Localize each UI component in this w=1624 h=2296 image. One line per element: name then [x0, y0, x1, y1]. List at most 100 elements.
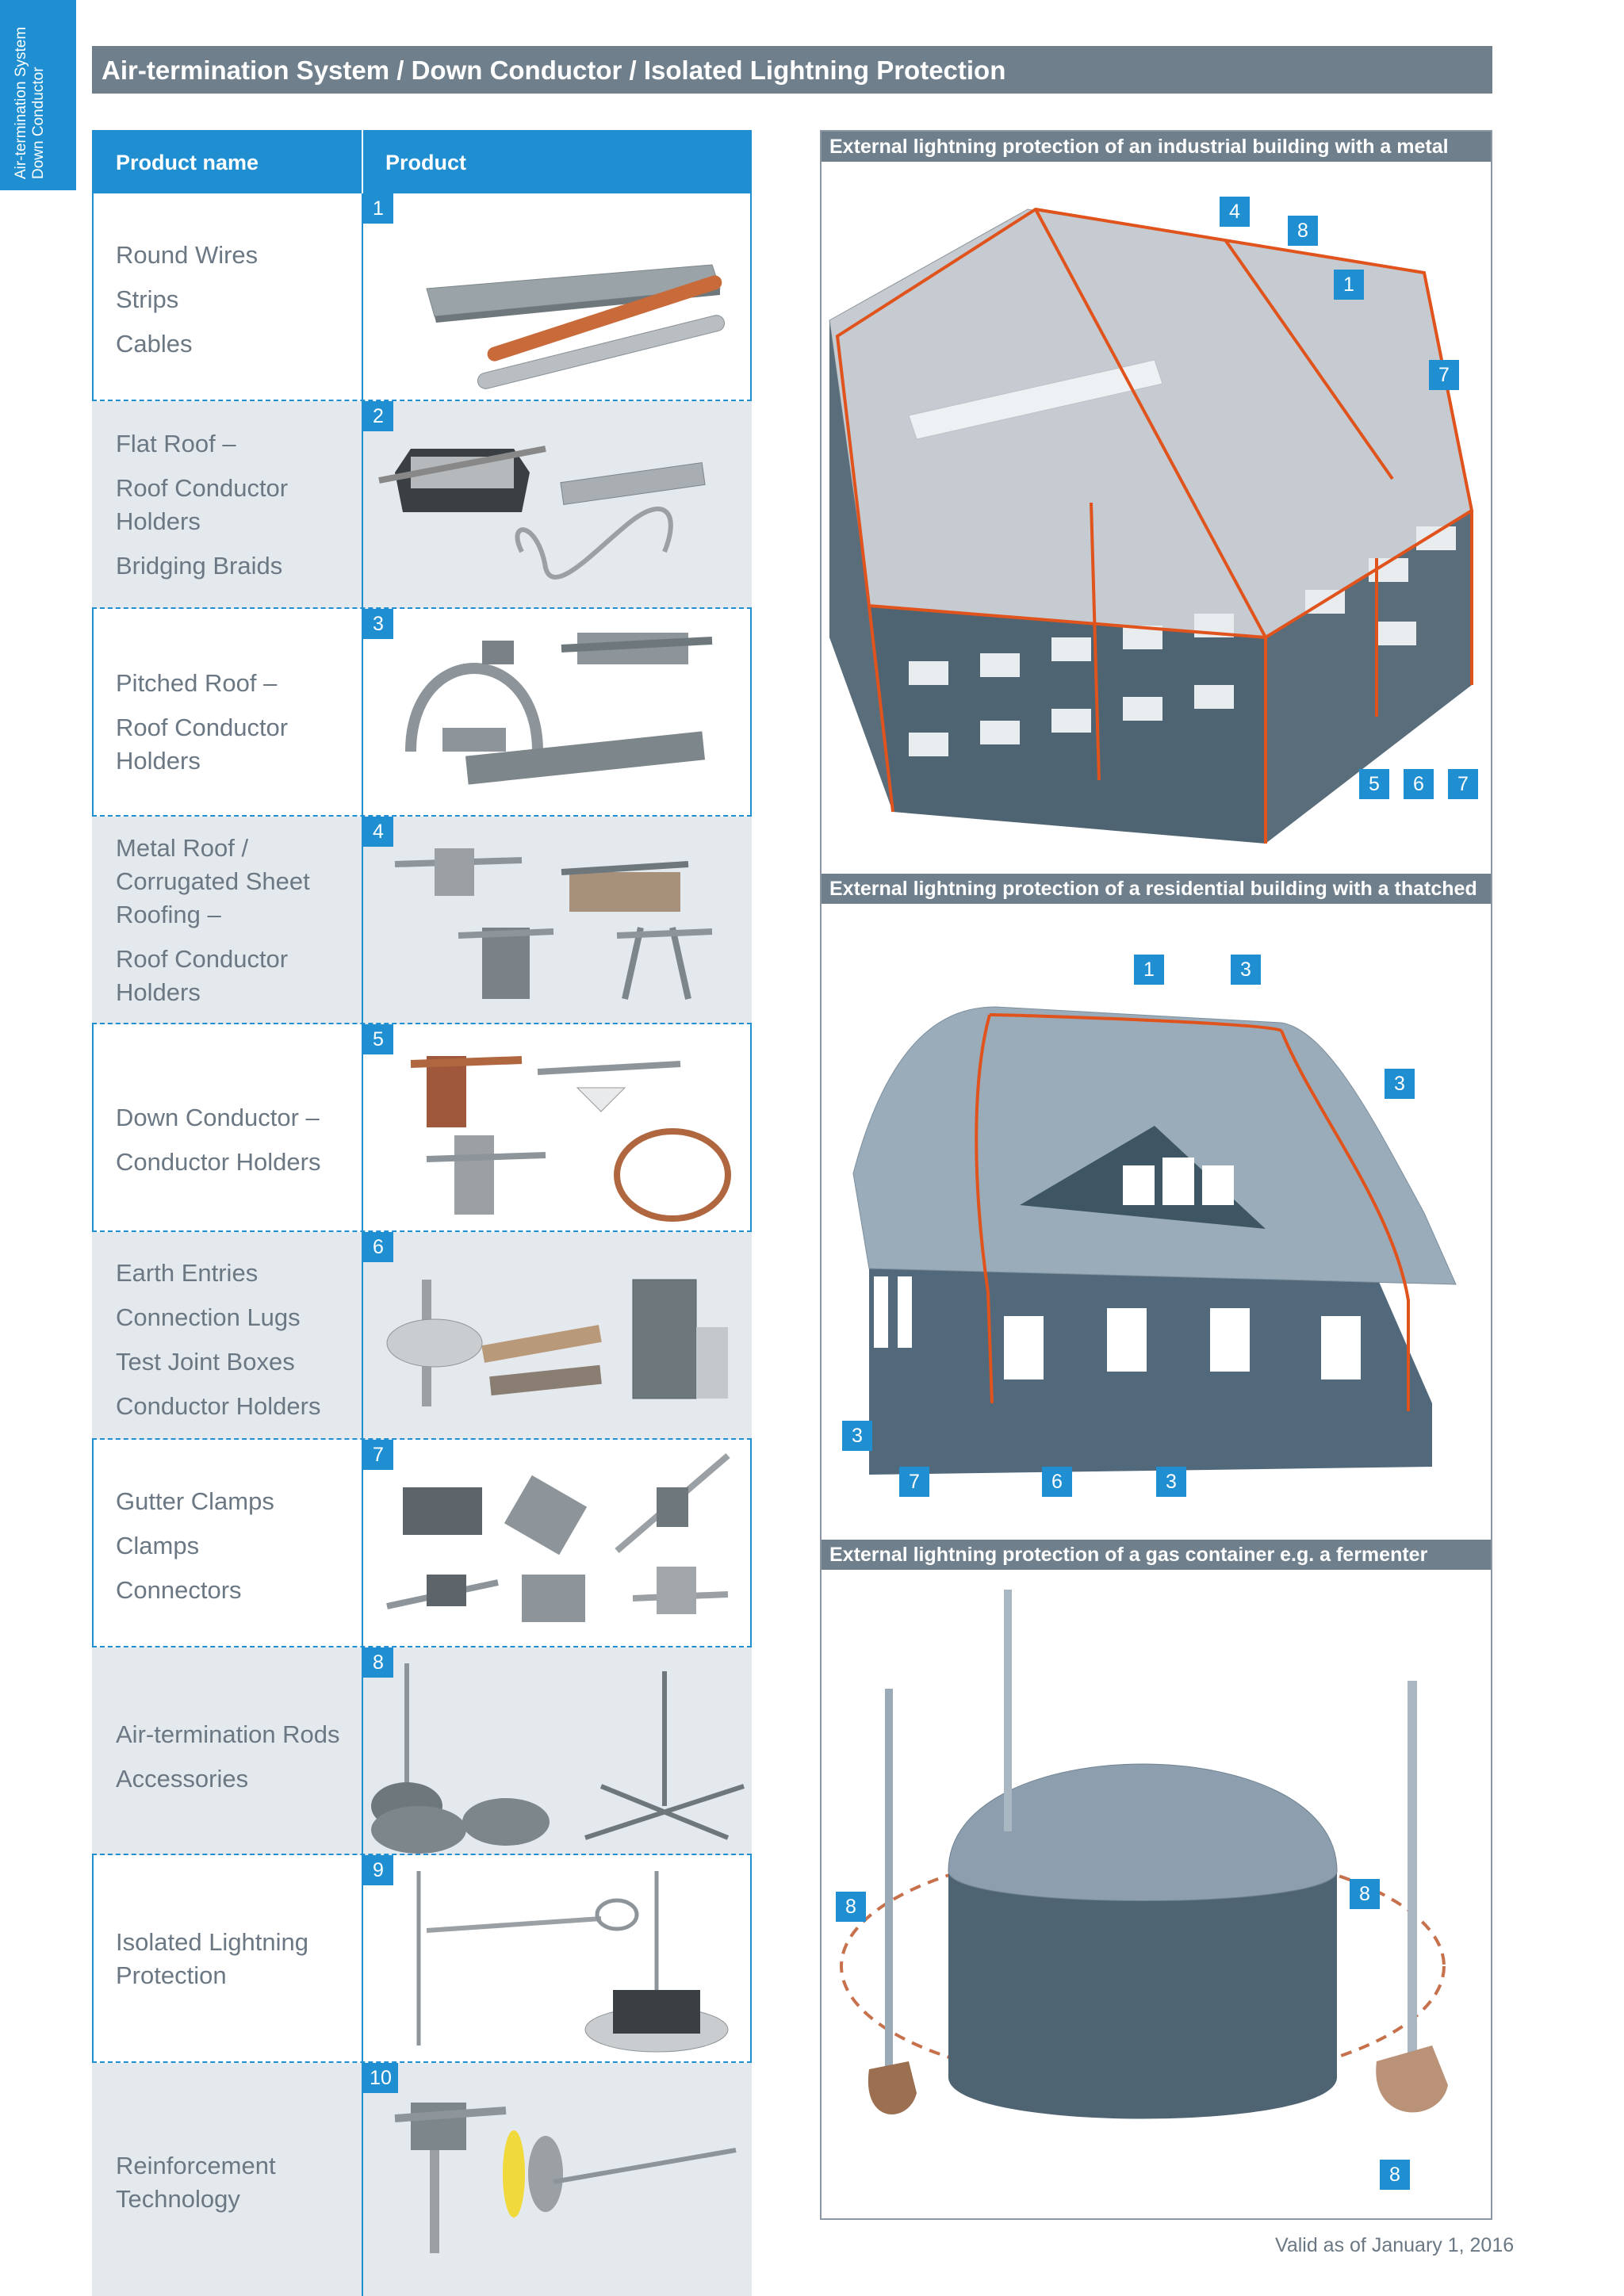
product-image-metal-roof-holders [394, 848, 713, 1000]
validity-note: Valid as of January 1, 2016 [1275, 2234, 1515, 2256]
product-name-line: Metal Roof / [116, 834, 249, 862]
callout-badge: 8 [1288, 216, 1318, 246]
product-image-air-termination-rods [371, 1663, 745, 1854]
table-row: 7 Gutter Clamps Clamps Connectors [92, 1440, 752, 1647]
table-header: Product name Product [92, 130, 752, 193]
table-row: 6 Earth Entries Connection Lugs Test Joi… [92, 1232, 752, 1440]
callout-badge: 1 [1334, 270, 1364, 300]
callout-badge: 8 [836, 1892, 866, 1922]
table-row: 8 Air-termination Rods Accessories [92, 1647, 752, 1855]
product-name-line: Corrugated Sheet [116, 867, 310, 895]
product-image-clamps [386, 1452, 730, 1622]
row-number: 7 [363, 1440, 393, 1470]
row-number: 3 [363, 609, 393, 639]
product-name-line: Holders [116, 747, 201, 775]
callout-badge: 6 [1042, 1467, 1072, 1497]
side-tab-line1: Air-termination System [13, 26, 29, 179]
col-header-product: Product [385, 151, 467, 174]
callout-badge: 3 [1156, 1467, 1186, 1497]
product-image-earth-entries [386, 1279, 728, 1406]
product-image-down-conductor-holders [410, 1056, 731, 1222]
callout-badge: 8 [1380, 2160, 1410, 2190]
row-number: 5 [363, 1024, 393, 1054]
product-name-line: Connectors [116, 1576, 242, 1604]
product-name-line: Down Conductor – [116, 1104, 320, 1131]
callout-badge: 1 [1134, 955, 1164, 985]
side-tab: Air-termination System Down Conductor [0, 0, 76, 190]
row-separator [362, 1440, 363, 1646]
product-name-line: Roof Conductor [116, 474, 289, 502]
product-image-flat-roof-holders [378, 446, 706, 580]
callout-badge: 7 [899, 1467, 929, 1497]
product-name-line: Cables [116, 330, 193, 358]
product-name-line: Flat Roof – [116, 430, 236, 457]
product-name-line: Holders [116, 507, 201, 535]
product-name-line: Reinforcement [116, 2152, 276, 2179]
product-name-line: Air-termination Rods [116, 1720, 340, 1748]
product-name-line: Pitched Roof – [116, 669, 278, 697]
product-name-line: Gutter Clamps [116, 1487, 274, 1515]
table-border-left [92, 130, 94, 2296]
page-header: Air-termination System / Down Conductor … [92, 46, 1492, 94]
table-border-right [750, 130, 752, 2296]
illustration-panel [820, 130, 1492, 2220]
product-image-isolated-protection [416, 1871, 729, 2053]
row-separator [362, 609, 363, 815]
col-header-product-name: Product name [116, 151, 259, 174]
table-row: 9 Isolated Lightning Protection [92, 1855, 752, 2063]
callout-badge: 3 [1231, 955, 1261, 985]
row-separator [362, 817, 363, 1023]
product-name-line: Connection Lugs [116, 1303, 301, 1331]
callout-badge: 8 [1350, 1879, 1380, 1909]
callout-badge: 7 [1429, 360, 1459, 390]
section-title-residential: External lightning protection of a resid… [822, 874, 1491, 930]
illustration-residential-building [852, 1006, 1457, 1475]
table-row: 1 Round Wires Strips Cables [92, 193, 752, 401]
row-number: 2 [363, 401, 393, 431]
illustration-gas-container [840, 1590, 1448, 2119]
row-separator [362, 1024, 363, 1230]
product-name-line: Roof Conductor [116, 714, 289, 741]
callout-badge: 6 [1404, 769, 1434, 799]
callout-badge: 4 [1220, 197, 1250, 227]
illustration-industrial-building [829, 207, 1474, 844]
product-name-line: Technology [116, 2185, 240, 2213]
table-row: 10 Reinforcement Technology [92, 2063, 752, 2296]
side-tab-line2: Down Conductor [30, 67, 47, 179]
table-row: 4 Metal Roof / Corrugated Sheet Roofing … [92, 817, 752, 1024]
side-tab-text: Air-termination System Down Conductor [13, 27, 48, 179]
callout-badge: 5 [1359, 769, 1389, 799]
product-name-line: Bridging Braids [116, 552, 283, 580]
header-separator [362, 130, 363, 193]
row-separator [362, 401, 363, 607]
product-name-line: Earth Entries [116, 1259, 259, 1287]
product-image-wires [426, 264, 726, 389]
callout-badge: 3 [842, 1421, 872, 1451]
row-number: 8 [363, 1647, 393, 1678]
row-separator [362, 1855, 363, 2061]
row-separator [362, 1647, 363, 1854]
row-separator [362, 2063, 363, 2296]
section-title-gas-container: External lightning protection of a gas c… [822, 1540, 1491, 1570]
product-name-line: Conductor Holders [116, 1392, 321, 1420]
section-title-industrial: External lightning protection of an indu… [822, 132, 1491, 188]
product-image-reinforcement [394, 2103, 737, 2253]
product-name-line: Protection [116, 1961, 227, 1989]
product-name-line: Roof Conductor [116, 945, 289, 973]
callout-badge: 3 [1385, 1069, 1415, 1099]
row-number: 4 [363, 817, 393, 847]
table-row: 2 Flat Roof – Roof Conductor Holders Bri… [92, 401, 752, 609]
row-number: 1 [363, 193, 393, 224]
row-number: 9 [363, 1855, 393, 1885]
page-title: Air-termination System / Down Conductor … [102, 55, 1006, 85]
product-name-line: Accessories [116, 1765, 249, 1793]
row-number: 10 [363, 2063, 398, 2093]
row-separator [362, 193, 363, 400]
product-name-line: Isolated Lightning [116, 1928, 309, 1956]
table-row: 5 Down Conductor – Conductor Holders [92, 1024, 752, 1232]
product-name-line: Round Wires [116, 241, 259, 269]
product-name-line: Strips [116, 285, 179, 313]
product-image-pitched-roof-holders [405, 633, 713, 785]
row-number: 6 [363, 1232, 393, 1262]
product-name-line: Roofing – [116, 901, 221, 928]
